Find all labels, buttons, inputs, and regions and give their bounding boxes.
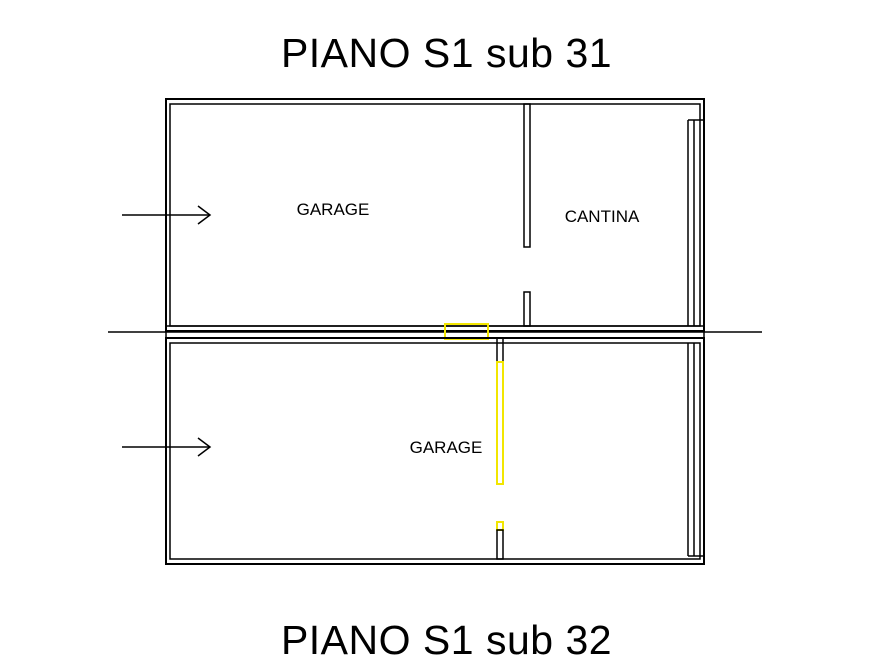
lower-unit-walls — [165, 337, 705, 565]
lower-unit-inner-wall — [169, 342, 701, 560]
room-label-garage-lower: GARAGE — [410, 438, 483, 457]
lower-partition-highlight — [496, 361, 504, 485]
title-sub-32: PIANO S1 sub 32 — [280, 617, 613, 663]
entrance-arrow-icon — [122, 205, 212, 225]
lower-partition-bottom — [496, 529, 504, 560]
title-sub-31: PIANO S1 sub 31 — [280, 30, 613, 76]
room-label-cantina: CANTINA — [565, 207, 640, 226]
cantina-partition-lower — [523, 291, 531, 327]
entrance-arrow-icon — [122, 437, 212, 457]
room-label-garage-upper: GARAGE — [297, 200, 370, 219]
lower-partition-highlight-small — [496, 521, 504, 531]
lower-unit-outer-wall — [165, 337, 705, 565]
cantina-partition-upper — [523, 103, 531, 248]
lower-partition-top — [496, 337, 504, 363]
